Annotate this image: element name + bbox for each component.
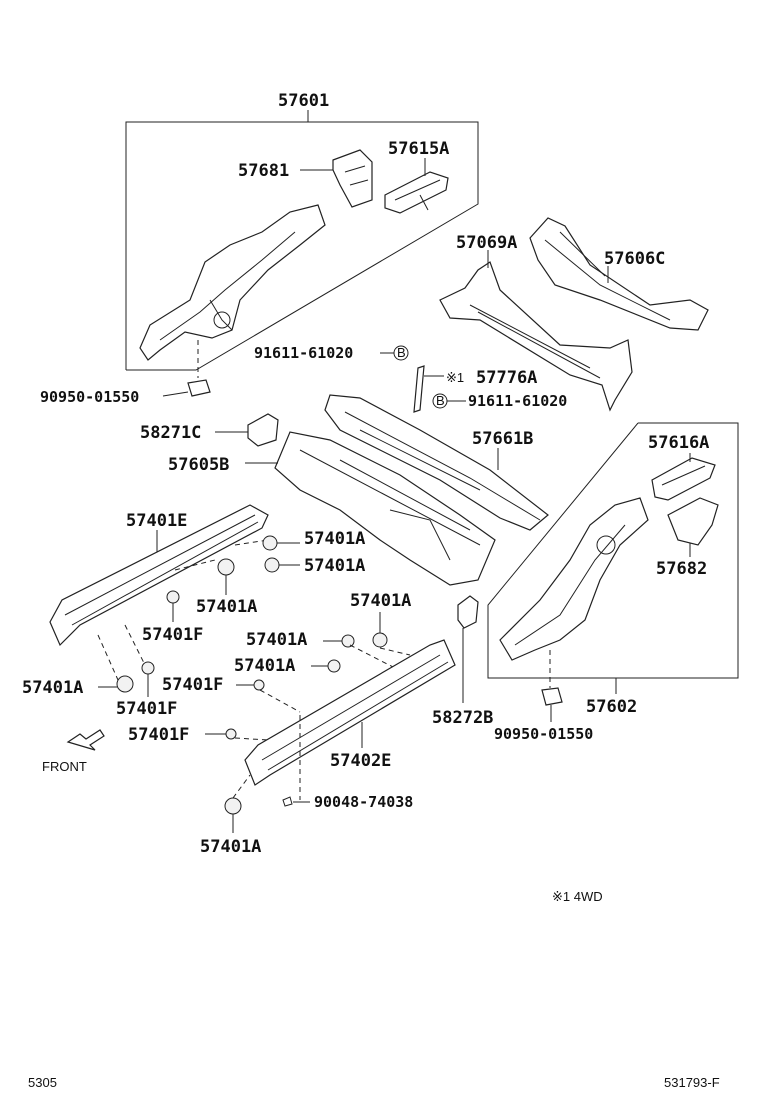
bolts-91611 (380, 345, 466, 413)
label-91611-b: 91611-61020 (468, 392, 567, 410)
label-57601: 57601 (278, 91, 329, 111)
label-57401A-5: 57401A (246, 630, 307, 650)
grommet-12 (224, 797, 242, 815)
grommet-6 (141, 661, 155, 675)
grommet-7 (372, 632, 388, 648)
label-57776A: 57776A (476, 368, 537, 388)
label-57401A-6: 57401A (234, 656, 295, 676)
part-57776A (413, 365, 425, 413)
label-57401F-1: 57401F (142, 625, 203, 645)
label-57401A-3: 57401A (196, 597, 257, 617)
part-57616A (651, 457, 716, 501)
part-57615A (384, 171, 449, 214)
label-57401A-1: 57401A (304, 529, 365, 549)
grommet-5 (116, 675, 134, 693)
part-57606C (529, 217, 709, 331)
label-57401A-2: 57401A (304, 556, 365, 576)
part-90048 (282, 796, 293, 807)
grommet-1 (262, 535, 278, 551)
part-57069A (439, 250, 633, 412)
label-57602: 57602 (586, 697, 637, 717)
label-57401A-8: 57401A (200, 837, 261, 857)
label-57682: 57682 (656, 559, 707, 579)
clip-90950-a (187, 379, 211, 397)
part-57661B (324, 394, 549, 531)
label-57401F-3: 57401F (116, 699, 177, 719)
part-57605B (245, 431, 496, 586)
grommet-2 (264, 557, 280, 573)
footer-right-code: 531793-F (664, 1075, 720, 1090)
footnote-4wd: ※1 4WD (552, 889, 603, 904)
assembly-57601 (125, 110, 479, 397)
grommet-10 (253, 679, 265, 691)
label-57401A-7: 57401A (22, 678, 83, 698)
label-57605B: 57605B (168, 455, 229, 475)
part-57402E (244, 639, 456, 807)
label-57615A: 57615A (388, 139, 449, 159)
label-91611-a: 91611-61020 (254, 344, 353, 362)
front-arrow-icon (66, 729, 105, 751)
grommet-3 (217, 558, 235, 576)
note-mark: ※1 (446, 370, 464, 385)
part-57601-rail (139, 204, 326, 361)
label-57661B: 57661B (472, 429, 533, 449)
front-label: FRONT (42, 759, 87, 774)
label-58271C: 58271C (140, 423, 201, 443)
part-57401E (49, 504, 269, 681)
label-57402E: 57402E (330, 751, 391, 771)
label-57401F-2: 57401F (162, 675, 223, 695)
label-90048: 90048-74038 (314, 793, 413, 811)
label-57681: 57681 (238, 161, 289, 181)
grommet-9 (327, 659, 341, 673)
footer-left-code: 5305 (28, 1075, 57, 1090)
label-57069A: 57069A (456, 233, 517, 253)
assembly-57602 (487, 422, 739, 722)
part-58271C (215, 413, 279, 447)
bolt-marker-b-1 (393, 345, 409, 361)
grommet-8 (341, 634, 355, 648)
clip-90950-b (541, 687, 563, 706)
label-57616A: 57616A (648, 433, 709, 453)
part-57681 (332, 149, 373, 208)
part-58272B (457, 595, 479, 703)
label-57401E: 57401E (126, 511, 187, 531)
grommets (98, 535, 411, 833)
label-90950-b: 90950-01550 (494, 725, 593, 743)
bolt-b-label-1: B (397, 345, 406, 360)
grommet-4 (166, 590, 180, 604)
part-57602-rail (499, 497, 649, 661)
grommet-11 (225, 728, 237, 740)
bolt-b-label-2: B (436, 393, 445, 408)
label-57401F-4: 57401F (128, 725, 189, 745)
label-57606C: 57606C (604, 249, 665, 269)
part-57682 (667, 497, 719, 546)
label-58272B: 58272B (432, 708, 493, 728)
label-90950-a: 90950-01550 (40, 388, 139, 406)
label-57401A-4: 57401A (350, 591, 411, 611)
